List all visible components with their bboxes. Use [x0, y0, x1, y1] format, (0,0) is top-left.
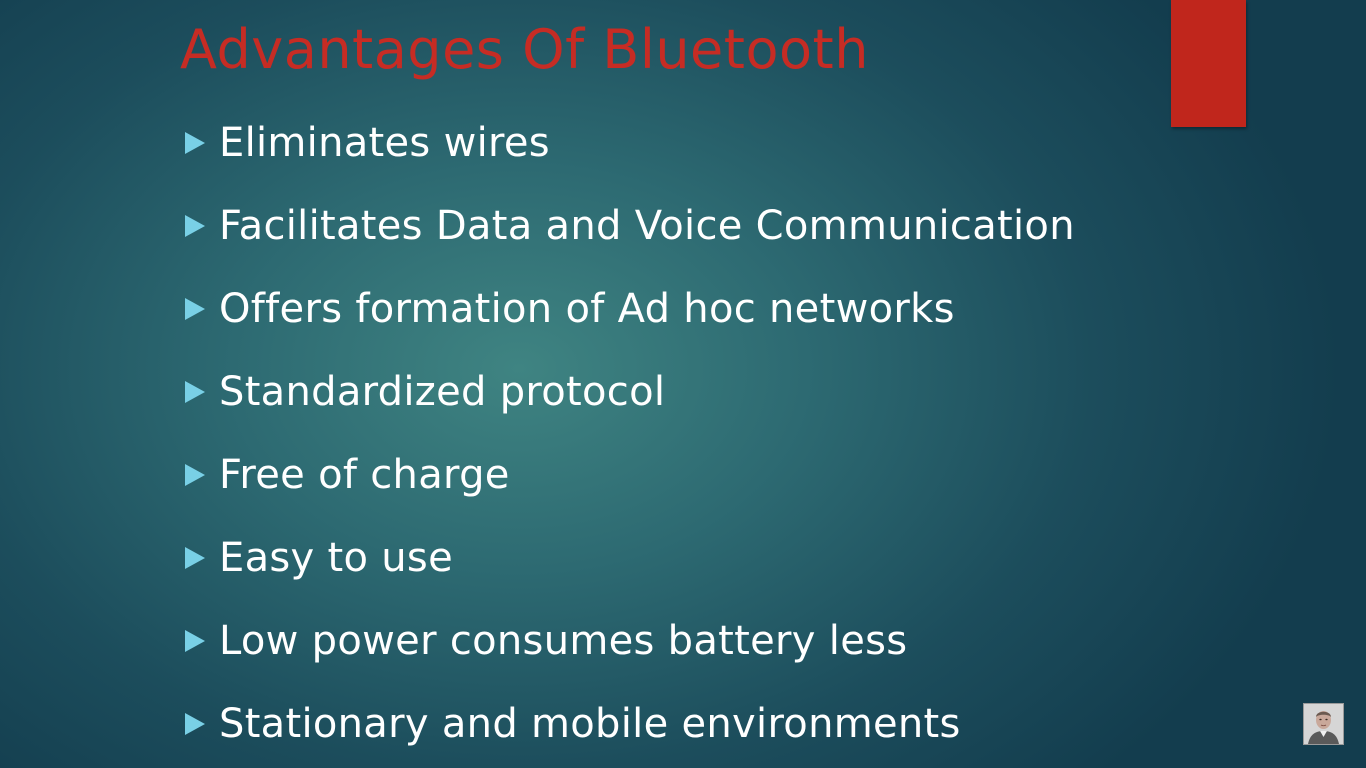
slide-title: Advantages Of Bluetooth: [180, 18, 869, 81]
bullet-text: Stationary and mobile environments: [219, 700, 961, 747]
bullet-text: Free of charge: [219, 451, 510, 498]
triangle-right-icon: [185, 131, 205, 154]
bullet-item: Free of charge: [180, 433, 1075, 516]
bullet-item: Low power consumes battery less: [180, 599, 1075, 682]
bullet-item: Offers formation of Ad hoc networks: [180, 267, 1075, 350]
bullet-list: Eliminates wires Facilitates Data and Vo…: [180, 101, 1075, 765]
triangle-right-icon: [185, 463, 205, 486]
bullet-item: Stationary and mobile environments: [180, 682, 1075, 765]
triangle-right-icon: [185, 629, 205, 652]
presenter-avatar[interactable]: [1303, 703, 1344, 745]
person-icon: [1304, 704, 1343, 744]
bullet-text: Eliminates wires: [219, 119, 550, 166]
bullet-item: Easy to use: [180, 516, 1075, 599]
triangle-right-icon: [185, 380, 205, 403]
bullet-text: Easy to use: [219, 534, 453, 581]
triangle-right-icon: [185, 214, 205, 237]
accent-bar: [1171, 0, 1246, 127]
triangle-right-icon: [185, 712, 205, 735]
bullet-text: Low power consumes battery less: [219, 617, 908, 664]
triangle-right-icon: [185, 546, 205, 569]
triangle-right-icon: [185, 297, 205, 320]
bullet-item: Eliminates wires: [180, 101, 1075, 184]
bullet-item: Facilitates Data and Voice Communication: [180, 184, 1075, 267]
bullet-text: Standardized protocol: [219, 368, 666, 415]
bullet-item: Standardized protocol: [180, 350, 1075, 433]
bullet-text: Facilitates Data and Voice Communication: [219, 202, 1075, 249]
bullet-text: Offers formation of Ad hoc networks: [219, 285, 955, 332]
